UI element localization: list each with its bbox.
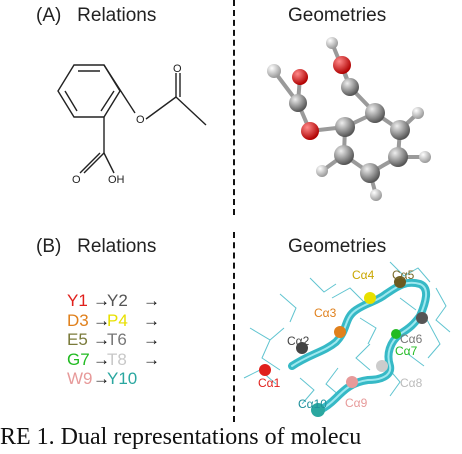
calpha-atoms <box>259 276 428 417</box>
ester-oxygen-label: O <box>136 114 145 126</box>
sequence-arrow: → <box>143 310 160 330</box>
residue-label: T8 <box>107 349 127 369</box>
benzene-ring <box>57 64 121 118</box>
calpha-label: Cα10 <box>298 397 327 411</box>
divider-top <box>233 0 235 215</box>
divider-bottom <box>233 232 235 422</box>
sequence-row: Y1→Y2→ <box>67 291 160 311</box>
residue-label: D3 <box>67 310 89 330</box>
carbonyl-oxygen-label: O <box>173 63 182 75</box>
residue-label: Y2 <box>107 291 128 310</box>
acetyl-bonds <box>103 64 207 126</box>
calpha-label: Cα5 <box>392 268 415 282</box>
residue-label: E5 <box>67 330 88 349</box>
sequence-arrow: → <box>93 369 110 388</box>
residue-label: W9 <box>67 369 93 388</box>
calpha-label: Cα9 <box>345 396 368 410</box>
aspirin-structure-diagram: O O O OH <box>57 63 207 186</box>
calpha-label: Cα1 <box>258 376 281 390</box>
calpha-label: Cα2 <box>287 334 310 348</box>
calpha-label: Cα3 <box>314 306 337 320</box>
sequence-arrow: → <box>143 291 160 310</box>
residue-label: Y10 <box>107 369 138 388</box>
residue-label: P4 <box>107 310 128 330</box>
acid-hydroxyl-label: OH <box>108 174 125 186</box>
residue-label: Y1 <box>67 291 88 310</box>
sequence-row: G7→T8→ <box>67 349 160 370</box>
figure-caption: RE 1. Dual representations of molecu <box>0 424 362 450</box>
calpha-label: Cα4 <box>352 268 375 282</box>
calpha-label: Cα8 <box>400 376 423 390</box>
panel-b-geometries-heading: Geometries <box>288 236 387 257</box>
sequence-arrow: → <box>93 349 110 369</box>
side-chain-wireframe <box>243 261 451 405</box>
sequence-arrow: → <box>93 330 110 349</box>
carboxyl-bonds <box>79 117 115 174</box>
panel-b-relations-heading: (B) Relations <box>36 236 157 257</box>
peptide-3d-geometry <box>243 261 451 417</box>
sequence-row: D3→P4→ <box>67 310 160 331</box>
sequence-row: W9→Y10 <box>67 369 143 389</box>
sequence-arrow: → <box>93 310 110 330</box>
residue-label: G7 <box>67 349 90 369</box>
panel-a-relations-heading: (A) Relations <box>36 5 157 26</box>
residue-label: T6 <box>107 330 127 349</box>
sequence-arrow: → <box>93 291 110 310</box>
sequence-arrow: → <box>143 330 160 349</box>
acid-oxygen-label: O <box>72 174 81 186</box>
aspirin-3d-geometry <box>267 37 431 201</box>
calpha-label: Cα6 <box>400 332 423 346</box>
panel-a-geometries-heading: Geometries <box>288 5 387 26</box>
calpha-label: Cα7 <box>395 344 418 358</box>
sequence-arrow: → <box>143 349 160 369</box>
sequence-row: E5→T6→ <box>67 330 160 350</box>
